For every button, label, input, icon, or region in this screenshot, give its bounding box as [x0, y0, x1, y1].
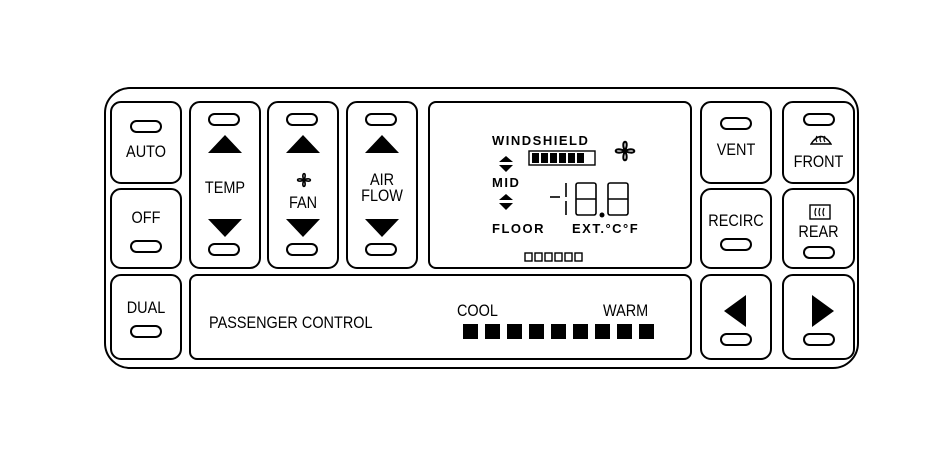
dual-label: DUAL	[126, 298, 166, 317]
arrow-up-icon[interactable]	[206, 133, 244, 155]
fan-button[interactable]: FAN	[267, 101, 339, 269]
fan-icon	[296, 172, 312, 188]
temperature-scale-bar	[463, 324, 654, 339]
airflow-label-line2: FLOW	[361, 186, 403, 205]
warm-label: WARM	[603, 301, 649, 320]
temp-button[interactable]: TEMP	[189, 101, 261, 269]
rear-label: REAR	[798, 222, 839, 241]
fan-lower-led	[286, 243, 318, 256]
right-indicator-led	[803, 333, 835, 346]
front-defrost-button[interactable]: FRONT	[782, 101, 855, 184]
windshield-label: WINDSHIELD	[492, 133, 590, 148]
arrow-up-icon[interactable]	[363, 133, 401, 155]
passenger-right-button[interactable]	[782, 274, 855, 360]
front-label: FRONT	[793, 152, 844, 171]
arrow-up-icon[interactable]	[284, 133, 322, 155]
arrow-down-icon[interactable]	[363, 217, 401, 239]
recirc-indicator-led	[720, 238, 752, 251]
rear-indicator-led	[803, 246, 835, 259]
airflow-lower-led	[365, 243, 397, 256]
climate-control-panel	[104, 87, 859, 369]
vent-label: VENT	[716, 140, 756, 159]
airflow-button[interactable]: AIR FLOW	[346, 101, 418, 269]
temp-label: TEMP	[204, 178, 246, 197]
dual-indicator-led	[130, 325, 162, 338]
mid-label: MID	[492, 175, 521, 190]
front-indicator-led	[803, 113, 835, 126]
auto-indicator-led	[130, 120, 162, 133]
arrow-left-icon	[724, 295, 746, 327]
vent-button[interactable]: VENT	[700, 101, 772, 184]
airflow-label-line1: AIR	[369, 170, 395, 189]
airflow-level-bar	[528, 150, 596, 166]
temp-lower-led	[208, 243, 240, 256]
passenger-left-button[interactable]	[700, 274, 772, 360]
arrow-down-icon[interactable]	[206, 217, 244, 239]
recirc-button[interactable]: RECIRC	[700, 188, 772, 269]
left-indicator-led	[720, 333, 752, 346]
off-label: OFF	[131, 208, 161, 227]
airflow-indicator-led	[365, 113, 397, 126]
off-button[interactable]: OFF	[110, 188, 182, 269]
ext-cf-label: EXT.°C°F	[572, 221, 640, 236]
defrost-rear-icon	[809, 204, 831, 220]
defrost-front-icon	[810, 135, 832, 145]
vent-indicator-led	[720, 117, 752, 130]
lcd-display: WINDSHIELD MID FLOOR EX	[428, 101, 692, 269]
rear-defrost-button[interactable]: REAR	[782, 188, 855, 269]
auto-button[interactable]: AUTO	[110, 101, 182, 184]
fan-indicator-led	[286, 113, 318, 126]
cool-label: COOL	[457, 301, 498, 320]
up-down-arrows-icon	[499, 194, 513, 210]
passenger-control-button[interactable]: PASSENGER CONTROL COOL WARM	[189, 274, 692, 360]
arrow-right-icon	[812, 295, 834, 327]
temp-indicator-led	[208, 113, 240, 126]
fan-icon	[614, 140, 636, 162]
off-indicator-led	[130, 240, 162, 253]
auto-label: AUTO	[126, 142, 166, 161]
seven-segment-temperature	[550, 182, 629, 218]
passenger-control-label: PASSENGER CONTROL	[209, 313, 373, 332]
up-down-arrows-icon	[499, 156, 513, 172]
recirc-label: RECIRC	[708, 211, 764, 230]
indicator-dots	[524, 252, 583, 262]
fan-label: FAN	[288, 193, 318, 212]
dual-button[interactable]: DUAL	[110, 274, 182, 360]
arrow-down-icon[interactable]	[284, 217, 322, 239]
floor-label: FLOOR	[492, 221, 545, 236]
